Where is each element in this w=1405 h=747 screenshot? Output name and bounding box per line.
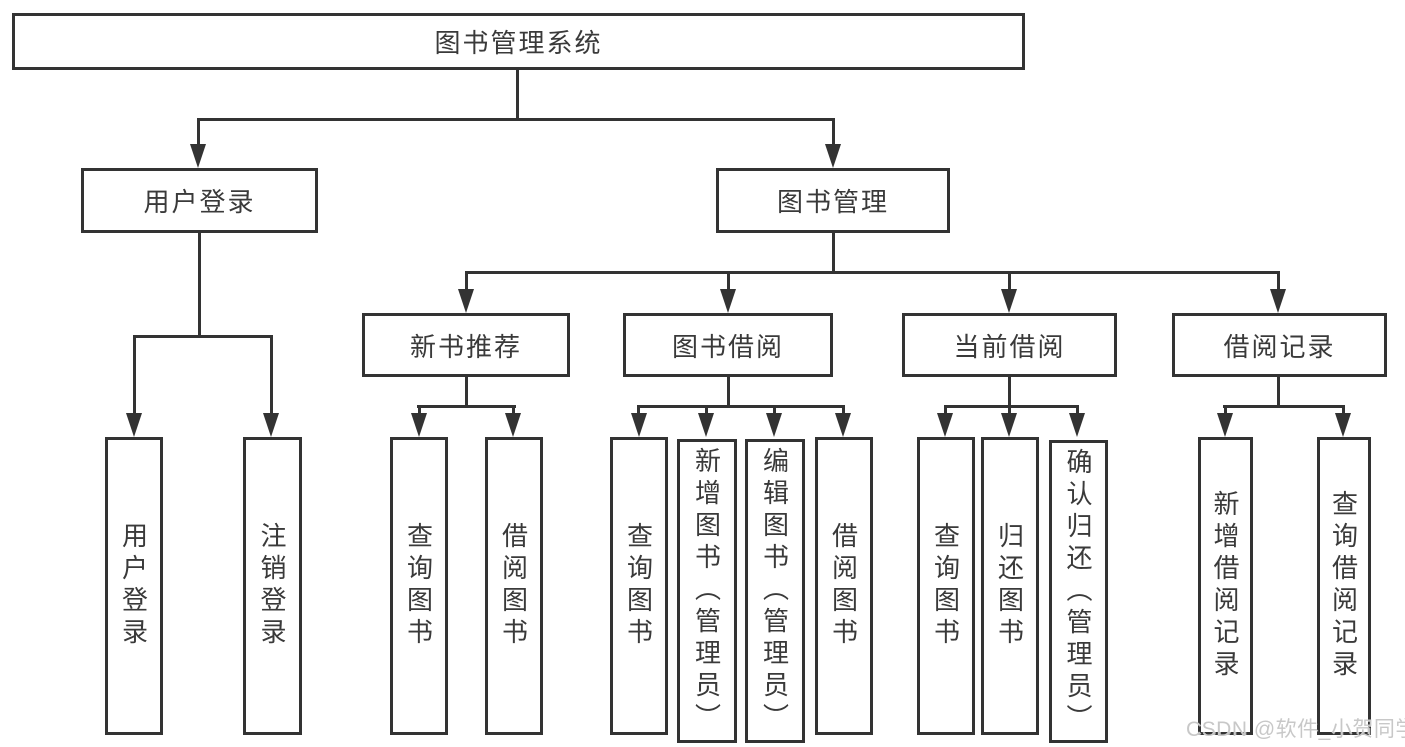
connector-vline — [773, 405, 776, 416]
arrow-down-icon — [1335, 413, 1351, 437]
connector-vline — [1008, 405, 1011, 416]
node-label: 图书管理 — [776, 187, 889, 217]
leaf-cb-return-books: 归还图书 — [981, 437, 1039, 735]
arrow-down-icon — [190, 144, 206, 168]
connector-hline — [1223, 405, 1345, 408]
connector-hline — [197, 118, 835, 121]
arrow-down-icon — [720, 289, 736, 313]
leaf-label: 查询图书 — [930, 522, 961, 650]
leaf-label: 查询借阅记录 — [1328, 490, 1359, 682]
leaf-bb-edit-books-admin: 编辑图书（管理员） — [745, 439, 805, 743]
node-borrow-records: 借阅记录 — [1172, 313, 1387, 377]
arrow-down-icon — [766, 413, 782, 437]
leaf-nbr-borrow-books: 借阅图书 — [485, 437, 543, 735]
leaf-label: 编辑图书（管理员） — [759, 447, 790, 735]
connector-vline — [727, 271, 730, 291]
arrow-down-icon — [1069, 413, 1085, 437]
arrow-down-icon — [458, 289, 474, 313]
leaf-label: 借阅图书 — [828, 522, 859, 650]
connector-vline — [197, 118, 200, 146]
leaf-logout: 注销登录 — [243, 437, 302, 735]
node-user-login: 用户登录 — [81, 168, 318, 233]
connector-vline — [637, 405, 640, 416]
leaf-label: 归还图书 — [994, 522, 1025, 650]
connector-hline — [637, 405, 845, 408]
arrow-down-icon — [1270, 289, 1286, 313]
node-label: 用户登录 — [143, 187, 256, 217]
leaf-nbr-query-books: 查询图书 — [390, 437, 448, 735]
connector-vline — [1008, 377, 1011, 408]
leaf-label: 新增图书（管理员） — [691, 447, 722, 735]
node-book-management: 图书管理 — [716, 168, 950, 233]
connector-vline — [1277, 271, 1280, 291]
arrow-down-icon — [825, 144, 841, 168]
leaf-cb-confirm-return-admin: 确认归还（管理员） — [1049, 440, 1108, 743]
leaf-user-login: 用户登录 — [105, 437, 163, 735]
arrow-down-icon — [631, 413, 647, 437]
connector-vline — [465, 377, 468, 408]
arrow-down-icon — [1217, 413, 1233, 437]
node-label: 当前借阅 — [953, 331, 1066, 362]
connector-vline — [418, 405, 421, 416]
connector-hline — [465, 271, 1280, 274]
leaf-cb-query-books: 查询图书 — [917, 437, 975, 735]
connector-vline — [832, 118, 835, 146]
arrow-down-icon — [937, 413, 953, 437]
leaf-br-query-record: 查询借阅记录 — [1317, 437, 1371, 735]
arrow-down-icon — [835, 413, 851, 437]
connector-vline — [1008, 271, 1011, 291]
node-new-book-recommend: 新书推荐 — [362, 313, 570, 377]
connector-hline — [133, 335, 273, 338]
arrow-down-icon — [126, 413, 142, 437]
connector-vline — [512, 405, 515, 416]
connector-hline — [944, 405, 1079, 408]
leaf-label: 借阅图书 — [498, 522, 529, 650]
connector-vline — [1224, 405, 1227, 416]
node-label: 新书推荐 — [409, 331, 522, 362]
connector-vline — [842, 405, 845, 416]
leaf-label: 注销登录 — [257, 522, 287, 650]
connector-vline — [705, 405, 708, 416]
watermark: CSDN @软件_小贺同学 — [1186, 718, 1405, 741]
arrow-down-icon — [1001, 289, 1017, 313]
connector-vline — [727, 377, 730, 408]
arrow-down-icon — [263, 413, 279, 437]
connector-vline — [465, 271, 468, 291]
node-label: 图书管理系统 — [434, 28, 603, 58]
connector-vline — [198, 233, 201, 337]
leaf-bb-add-books-admin: 新增图书（管理员） — [677, 439, 737, 743]
connector-vline — [944, 405, 947, 416]
leaf-label: 新增借阅记录 — [1210, 490, 1240, 682]
leaf-bb-query-books: 查询图书 — [610, 437, 668, 735]
arrow-down-icon — [698, 413, 714, 437]
connector-vline — [832, 233, 835, 273]
leaf-label: 查询图书 — [403, 522, 434, 650]
arrow-down-icon — [411, 413, 427, 437]
arrow-down-icon — [1001, 413, 1017, 437]
node-current-borrow: 当前借阅 — [902, 313, 1117, 377]
leaf-label: 确认归还（管理员） — [1063, 447, 1093, 736]
connector-vline — [1277, 377, 1280, 408]
leaf-bb-borrow-books: 借阅图书 — [815, 437, 873, 735]
connector-vline — [133, 335, 136, 415]
connector-vline — [516, 70, 519, 120]
connector-hline — [417, 405, 516, 408]
leaf-br-add-record: 新增借阅记录 — [1198, 437, 1253, 735]
node-root: 图书管理系统 — [12, 13, 1025, 70]
arrow-down-icon — [505, 413, 521, 437]
leaf-label: 查询图书 — [623, 522, 654, 650]
connector-vline — [1076, 405, 1079, 416]
node-label: 图书借阅 — [671, 331, 784, 362]
connector-vline — [1342, 405, 1345, 416]
node-label: 借阅记录 — [1223, 331, 1336, 362]
node-book-borrow: 图书借阅 — [623, 313, 833, 377]
connector-vline — [270, 335, 273, 415]
leaf-label: 用户登录 — [118, 522, 149, 650]
